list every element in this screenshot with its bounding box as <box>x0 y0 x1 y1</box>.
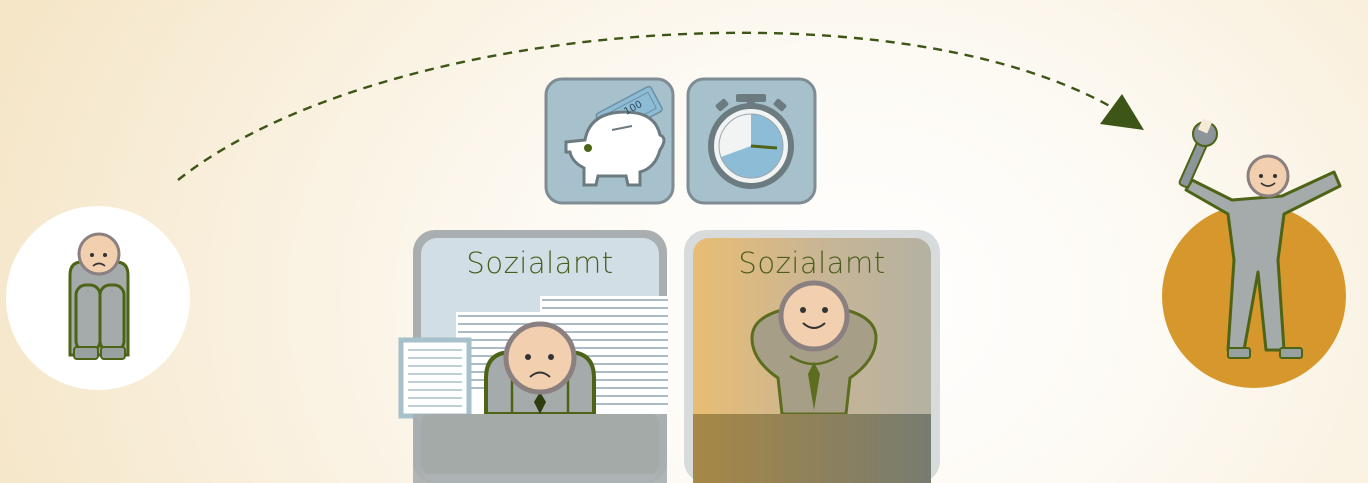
cheering-person-icon <box>1184 154 1342 359</box>
office-stressed-label: Sozialamt <box>466 246 614 280</box>
happy-person-circle <box>1162 118 1346 388</box>
stressed-clerk-icon <box>484 321 596 416</box>
office-relaxed <box>684 230 940 483</box>
sad-person-circle <box>6 206 190 390</box>
relaxed-clerk-icon <box>750 280 878 416</box>
wrench-icon <box>1178 118 1218 188</box>
progress-arrow <box>177 31 1144 181</box>
office-relaxed-label: Sozialamt <box>738 246 886 280</box>
crouching-person-icon <box>68 232 130 360</box>
office-stressed <box>398 230 668 483</box>
piggy-bank-icon <box>544 77 675 205</box>
stopwatch-icon <box>686 77 817 205</box>
